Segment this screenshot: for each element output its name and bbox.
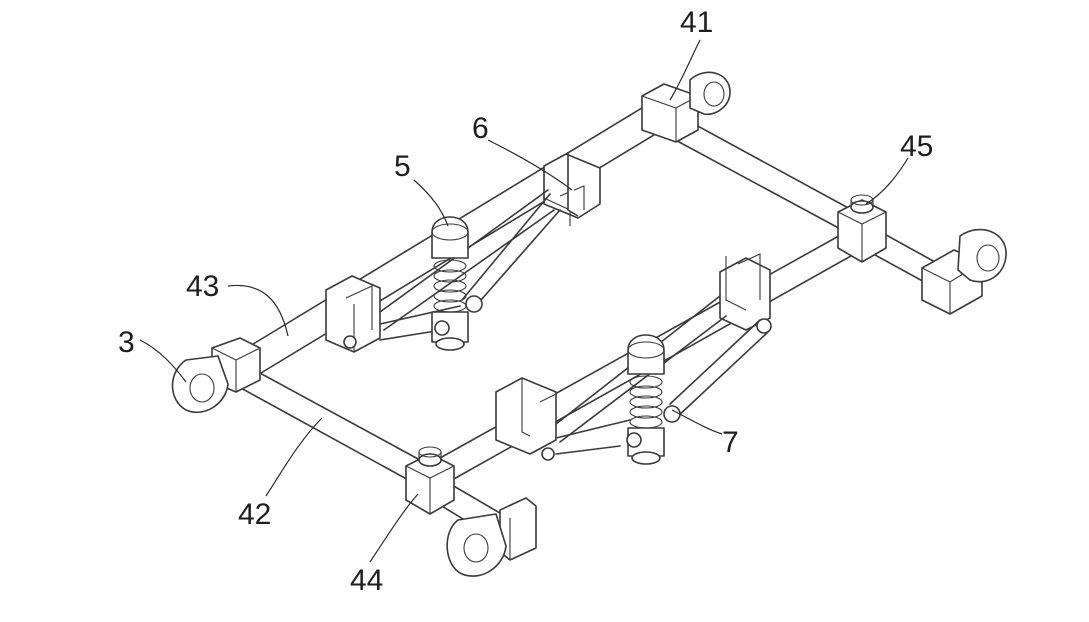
end-plate-right	[921, 228, 1007, 315]
label-3: 3	[118, 326, 135, 359]
label-6: 6	[472, 112, 489, 145]
suspension-front	[495, 253, 772, 465]
label-7: 7	[722, 426, 739, 459]
end-plate-front	[446, 497, 537, 577]
leader-5	[413, 179, 449, 227]
leader-42	[265, 417, 323, 497]
label-5: 5	[394, 150, 411, 183]
leader-6	[487, 139, 573, 191]
reference-labels: 41 6 45 5 43 3 7 42 44	[118, 6, 933, 597]
leader-7	[671, 409, 723, 435]
end-plate-3	[171, 337, 261, 414]
corner-block-44	[405, 446, 455, 515]
leader-44	[369, 493, 419, 563]
leader-3	[139, 339, 187, 383]
leader-41	[669, 39, 701, 101]
corner-block-45	[837, 194, 887, 263]
leader-43	[227, 284, 289, 337]
leader-lines	[139, 39, 909, 563]
label-44: 44	[350, 564, 383, 597]
leader-45	[865, 157, 909, 205]
suspension-rear	[325, 152, 601, 353]
label-45: 45	[900, 130, 933, 163]
label-41: 41	[680, 6, 713, 39]
corner-block-41	[641, 71, 731, 143]
label-43: 43	[186, 270, 219, 303]
label-42: 42	[238, 498, 271, 531]
